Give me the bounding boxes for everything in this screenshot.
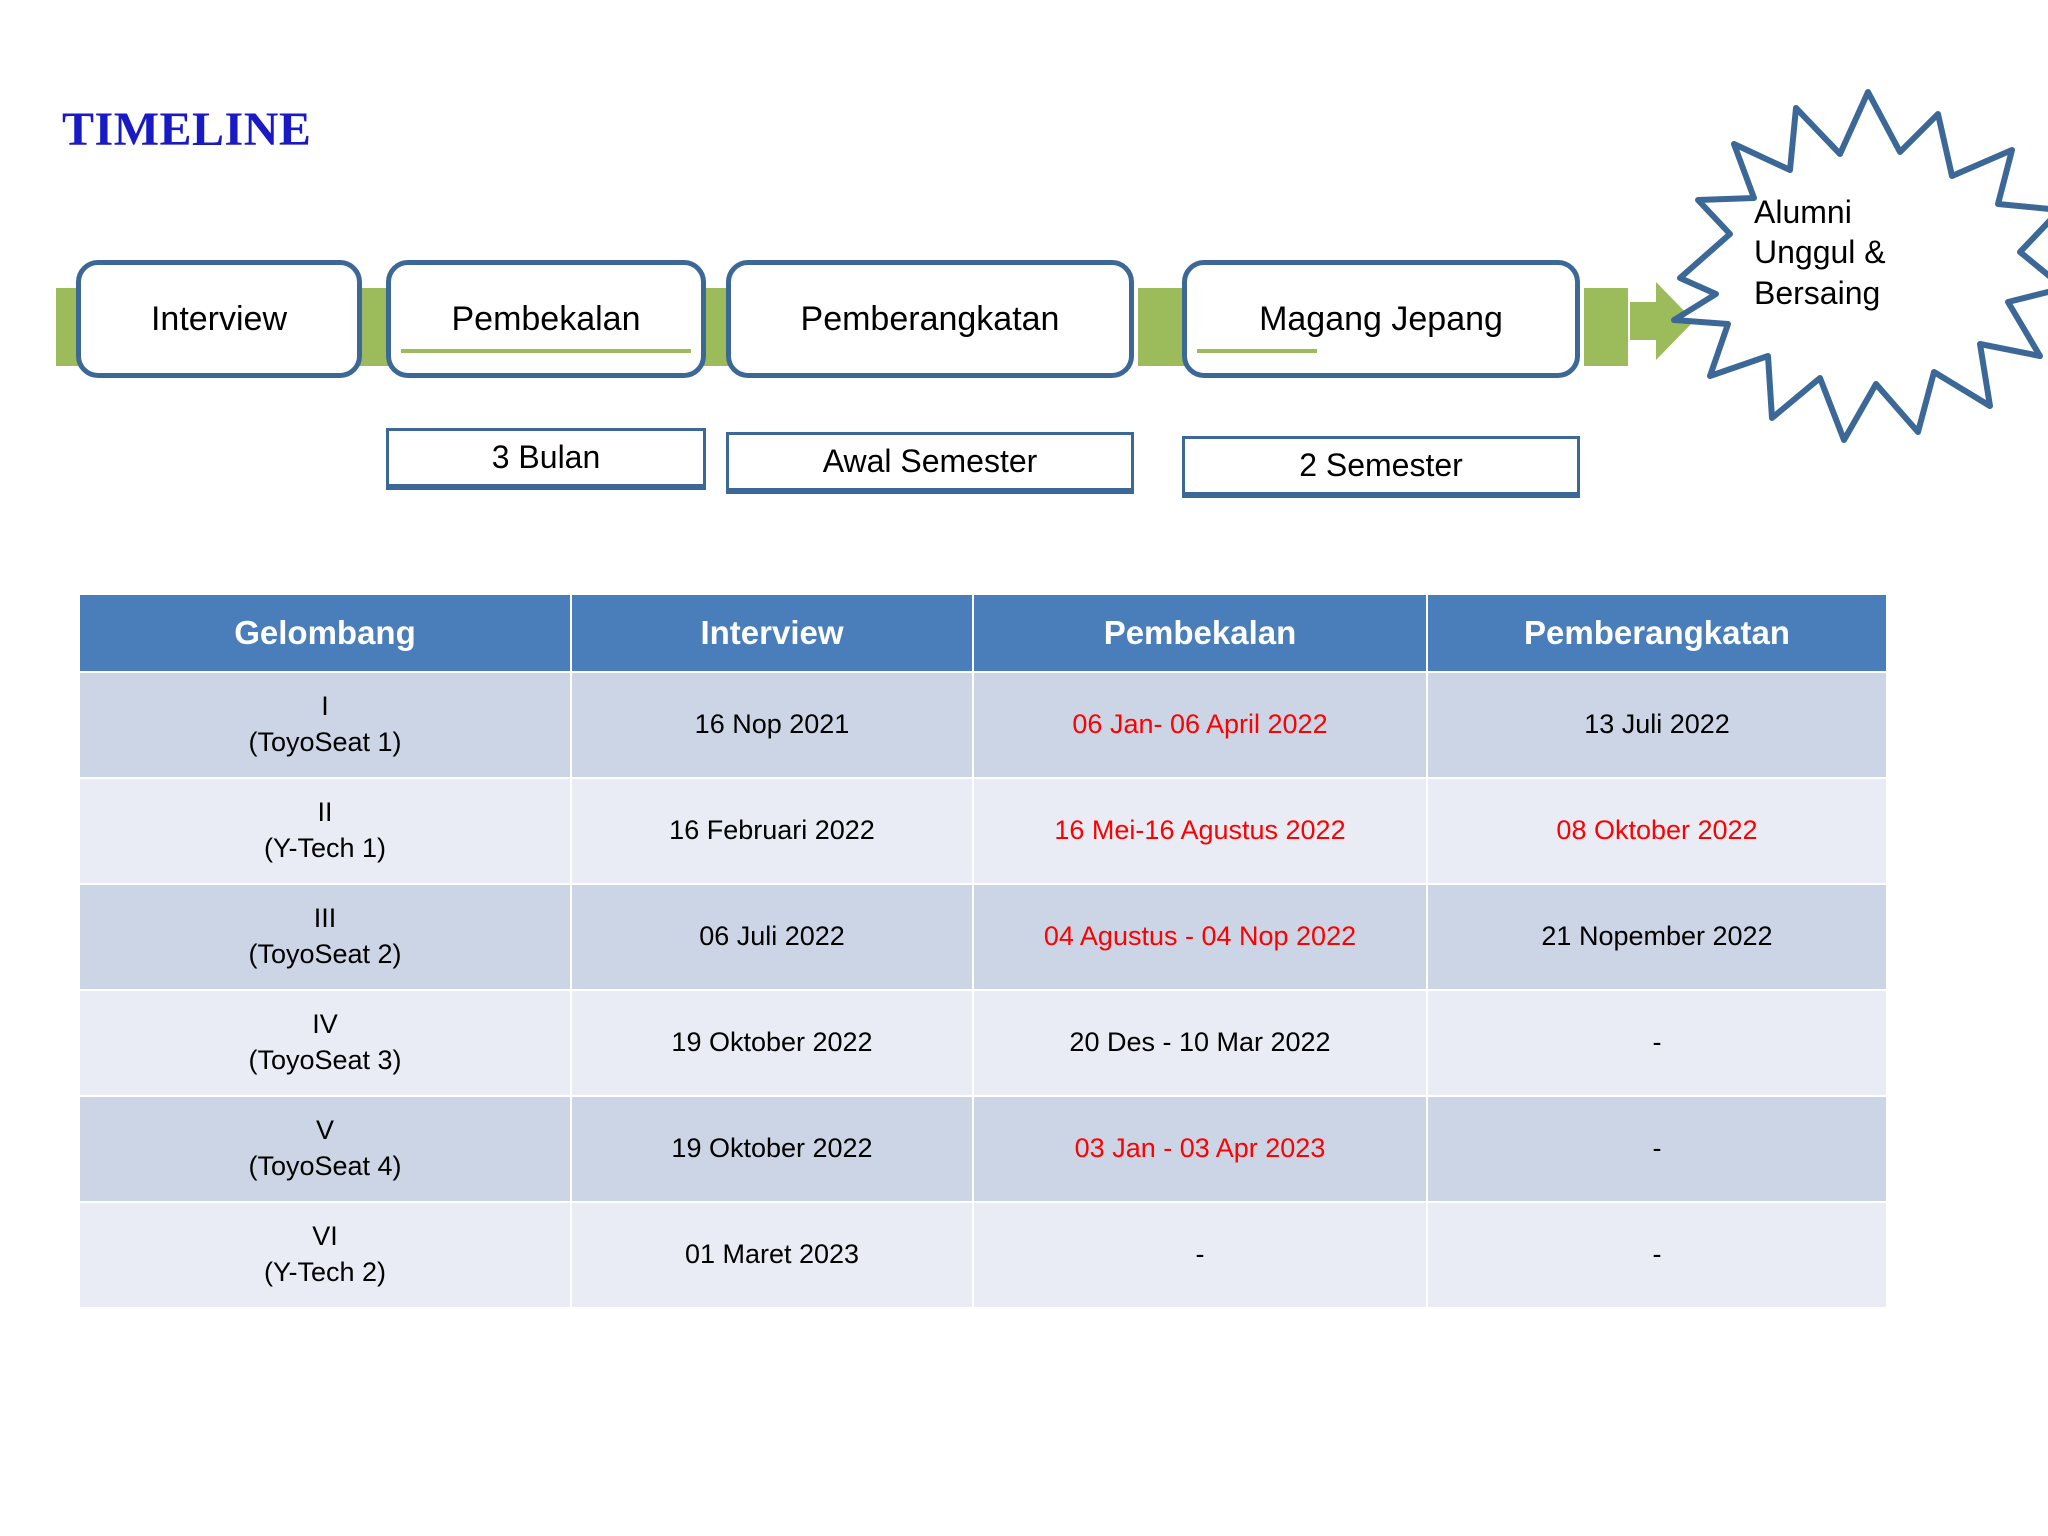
gelombang-company: (ToyoSeat 3) xyxy=(248,1045,402,1075)
cell-interview: 16 Nop 2021 xyxy=(572,673,972,777)
column-header-gelombang: Gelombang xyxy=(80,595,570,671)
gelombang-number: I xyxy=(321,691,329,722)
cell-pembekalan: 04 Agustus - 04 Nop 2022 xyxy=(974,885,1426,989)
timeline-table: Gelombang Interview Pembekalan Pemberang… xyxy=(78,593,1888,1309)
starburst-text: Alumni Unggul & Bersaing xyxy=(1754,192,2004,313)
gelombang-company: (Y-Tech 1) xyxy=(263,833,387,863)
gelombang-number: II xyxy=(317,797,333,828)
cell-pemberangkatan: 13 Juli 2022 xyxy=(1428,673,1886,777)
arrow-tail xyxy=(1612,304,1626,338)
inner-green-line xyxy=(401,349,691,353)
gelombang-company: (ToyoSeat 2) xyxy=(248,939,402,969)
table-row: VI(Y-Tech 2)01 Maret 2023-- xyxy=(80,1203,1886,1307)
cell-pembekalan: - xyxy=(974,1203,1426,1307)
column-header-pembekalan: Pembekalan xyxy=(974,595,1426,671)
gelombang-number: VI xyxy=(312,1221,338,1252)
cell-pembekalan: 03 Jan - 03 Apr 2023 xyxy=(974,1097,1426,1201)
gelombang-number: V xyxy=(315,1115,334,1146)
cell-pemberangkatan: 08 Oktober 2022 xyxy=(1428,779,1886,883)
column-header-pemberangkatan: Pemberangkatan xyxy=(1428,595,1886,671)
flow-step-label: Pembekalan xyxy=(451,300,641,338)
gelombang-company: (ToyoSeat 1) xyxy=(248,727,402,757)
process-flow: Interview Pembekalan Pemberangkatan Maga… xyxy=(0,260,2048,390)
flow-step-label: Magang Jepang xyxy=(1259,300,1503,338)
cell-pemberangkatan: - xyxy=(1428,1097,1886,1201)
starburst-callout: Alumni Unggul & Bersaing xyxy=(1668,88,2048,448)
arrow-shaft xyxy=(1630,302,1660,340)
starburst-line-2: Unggul & xyxy=(1754,234,1886,271)
duration-box-2-semester[interactable]: 2 Semester xyxy=(1182,436,1580,498)
cell-interview: 06 Juli 2022 xyxy=(572,885,972,989)
table-header-row: Gelombang Interview Pembekalan Pemberang… xyxy=(80,595,1886,671)
cell-gelombang: IV (ToyoSeat 3) xyxy=(80,991,570,1095)
column-header-interview: Interview xyxy=(572,595,972,671)
cell-pembekalan: 06 Jan- 06 April 2022 xyxy=(974,673,1426,777)
duration-label: Awal Semester xyxy=(822,443,1038,479)
duration-box-3-bulan[interactable]: 3 Bulan xyxy=(386,428,706,490)
starburst-line-1: Alumni xyxy=(1754,194,1852,230)
cell-interview: 19 Oktober 2022 xyxy=(572,1097,972,1201)
page-title: TIMELINE xyxy=(62,103,312,156)
flow-step-interview[interactable]: Interview xyxy=(76,260,362,378)
inner-green-line xyxy=(1197,349,1317,353)
cell-interview: 16 Februari 2022 xyxy=(572,779,972,883)
flow-step-label: Interview xyxy=(150,300,288,338)
cell-pemberangkatan: - xyxy=(1428,1203,1886,1307)
cell-gelombang: III (ToyoSeat 2) xyxy=(80,885,570,989)
gelombang-number: III xyxy=(313,903,337,934)
cell-pemberangkatan: - xyxy=(1428,991,1886,1095)
cell-gelombang: II (Y-Tech 1) xyxy=(80,779,570,883)
cell-interview: 01 Maret 2023 xyxy=(572,1203,972,1307)
duration-label: 3 Bulan xyxy=(491,439,601,475)
gelombang-number: IV xyxy=(312,1009,338,1040)
flow-step-label: Pemberangkatan xyxy=(800,300,1060,338)
cell-gelombang: VI (Y-Tech 2) xyxy=(80,1203,570,1307)
cell-interview: 19 Oktober 2022 xyxy=(572,991,972,1095)
duration-label: 2 Semester xyxy=(1299,447,1463,483)
flow-step-magang-jepang[interactable]: Magang Jepang xyxy=(1182,260,1580,378)
starburst-shape xyxy=(1671,89,2048,443)
cell-pemberangkatan: 21 Nopember 2022 xyxy=(1428,885,1886,989)
flow-step-pemberangkatan[interactable]: Pemberangkatan xyxy=(726,260,1134,378)
duration-box-awal-semester[interactable]: Awal Semester xyxy=(726,432,1134,494)
cell-pembekalan: 20 Des - 10 Mar 2022 xyxy=(974,991,1426,1095)
cell-gelombang: I (ToyoSeat 1) xyxy=(80,673,570,777)
cell-gelombang: V (ToyoSeat 4) xyxy=(80,1097,570,1201)
flow-step-pembekalan[interactable]: Pembekalan xyxy=(386,260,706,378)
gelombang-company: (ToyoSeat 4) xyxy=(248,1151,402,1181)
cell-pembekalan: 16 Mei-16 Agustus 2022 xyxy=(974,779,1426,883)
gelombang-company: (Y-Tech 2) xyxy=(263,1257,387,1287)
starburst-line-3: Bersaing xyxy=(1754,274,1881,311)
